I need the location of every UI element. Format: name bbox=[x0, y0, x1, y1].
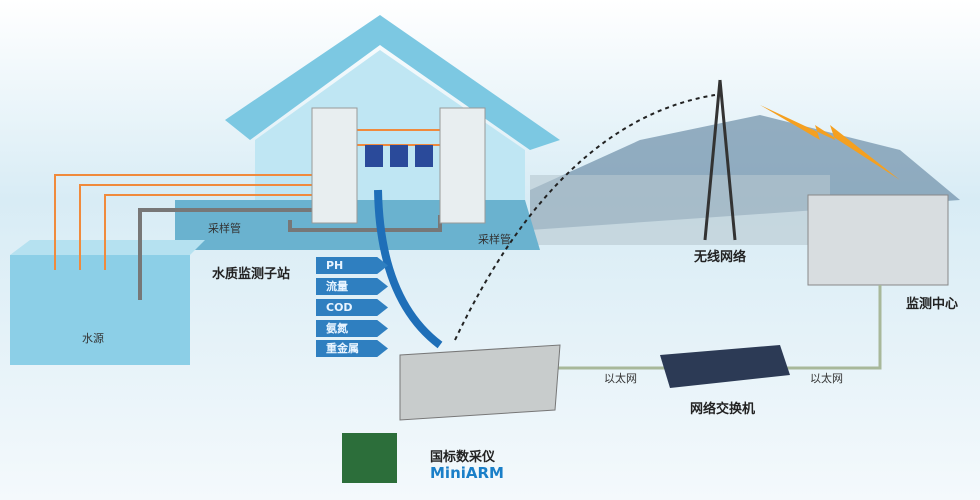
wireless-label: 无线网络 bbox=[694, 250, 747, 265]
switch-label: 网络交换机 bbox=[690, 402, 756, 417]
ethernet-label: 以太网 bbox=[810, 372, 843, 385]
param-tag: 氨氮 bbox=[316, 320, 388, 337]
ethernet-label: 以太网 bbox=[604, 372, 637, 385]
param-tag: COD bbox=[316, 299, 388, 316]
collector-device-icon bbox=[399, 344, 561, 421]
monitor-center-photo bbox=[807, 194, 949, 286]
sampling-pipe-label: 采样管 bbox=[478, 233, 511, 246]
city-scene bbox=[530, 175, 830, 245]
network-switch-icon bbox=[660, 345, 790, 388]
param-tag: PH bbox=[316, 257, 388, 274]
meter bbox=[390, 145, 408, 167]
analyzer-cabinet bbox=[439, 107, 486, 224]
data-flow-arrow bbox=[374, 189, 443, 349]
wireless-link bbox=[454, 94, 716, 341]
water-source-label: 水源 bbox=[82, 332, 104, 345]
param-tag: 流量 bbox=[316, 278, 388, 295]
param-tag: 重金属 bbox=[316, 340, 388, 357]
sampling-pipe-label: 采样管 bbox=[208, 222, 241, 235]
lightning-icon bbox=[760, 105, 900, 180]
analyzer-cabinet bbox=[311, 107, 358, 224]
circuit-board-icon bbox=[342, 433, 397, 483]
tower-icon bbox=[703, 79, 737, 241]
meter bbox=[365, 145, 383, 167]
collector-model-label: MiniARM bbox=[430, 464, 504, 482]
substation-label: 水质监测子站 bbox=[212, 267, 291, 282]
water-tank bbox=[10, 255, 190, 365]
ethernet-cable bbox=[555, 285, 882, 370]
meter bbox=[415, 145, 433, 167]
house-roof bbox=[225, 15, 560, 150]
collector-label: 国标数采仪 bbox=[430, 450, 496, 465]
monitor-center-label: 监测中心 bbox=[906, 297, 959, 312]
